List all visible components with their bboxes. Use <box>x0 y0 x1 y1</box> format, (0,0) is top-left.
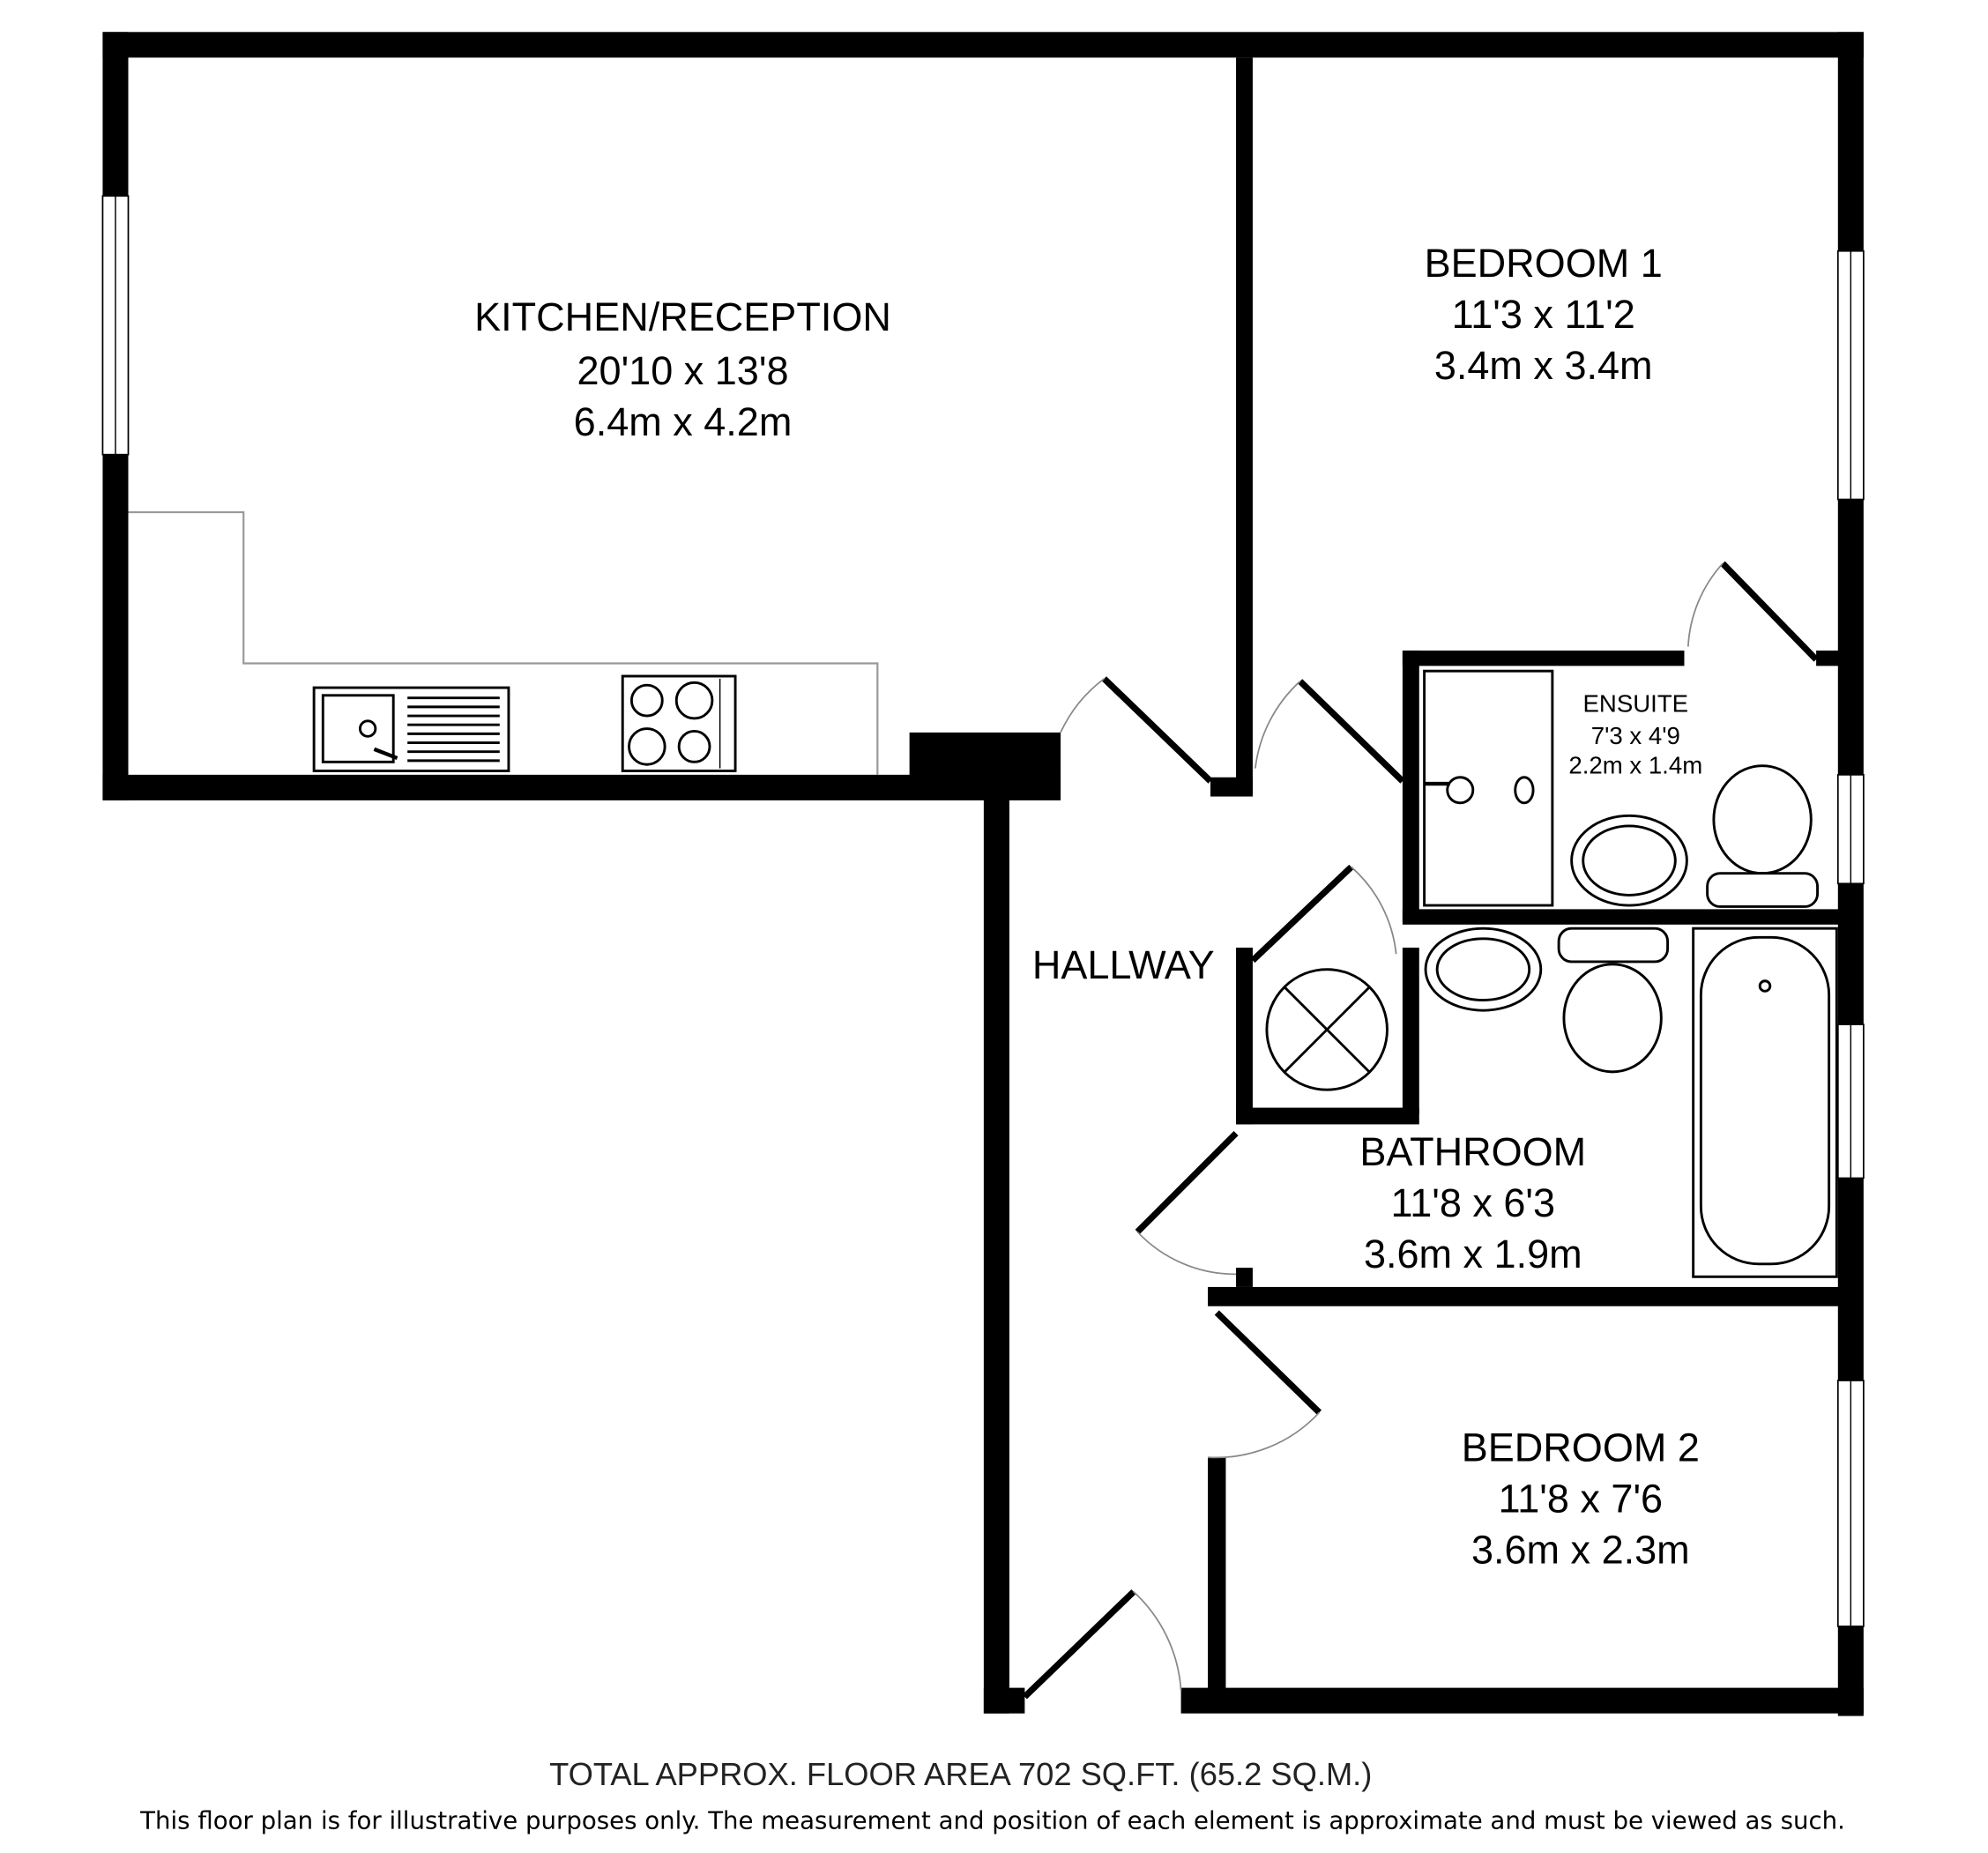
room-imperial: 20'10 x 13'8 <box>577 348 789 393</box>
room-imperial: 7'3 x 4'9 <box>1591 722 1680 749</box>
room-bedroom-2: BEDROOM 2 11'8 x 7'6 3.6m x 2.3m <box>1462 1425 1700 1572</box>
doors <box>1022 561 1819 1700</box>
room-name: BATHROOM <box>1359 1129 1586 1174</box>
windows <box>101 195 1865 1627</box>
room-bedroom-1: BEDROOM 1 11'3 x 11'2 3.4m x 3.4m <box>1425 241 1663 388</box>
room-name: KITCHEN/RECEPTION <box>474 294 891 339</box>
fixtures <box>128 510 1838 1278</box>
room-name: HALLWAY <box>1032 942 1215 987</box>
room-metric: 3.4m x 3.4m <box>1434 343 1653 388</box>
room-ensuite: ENSUITE 7'3 x 4'9 2.2m x 1.4m <box>1568 690 1702 779</box>
toilet-icon <box>1557 764 1820 1074</box>
room-metric: 3.6m x 1.9m <box>1364 1232 1582 1276</box>
room-imperial: 11'8 x 6'3 <box>1391 1180 1556 1225</box>
total-floor-area: TOTAL APPROX. FLOOR AREA 702 SQ.FT. (65.… <box>549 1756 1372 1792</box>
room-hallway: HALLWAY <box>1032 942 1215 987</box>
room-metric: 3.6m x 2.3m <box>1471 1528 1690 1573</box>
room-bathroom: BATHROOM 11'8 x 6'3 3.6m x 1.9m <box>1359 1129 1586 1276</box>
disclaimer: This floor plan is for illustrative purp… <box>139 1805 1845 1834</box>
sink-icon <box>312 686 510 772</box>
room-name: BEDROOM 1 <box>1425 241 1663 286</box>
hob-icon <box>621 674 737 772</box>
room-name: ENSUITE <box>1582 690 1688 718</box>
bath-icon <box>1692 926 1838 1278</box>
room-kitchen-reception: KITCHEN/RECEPTION 20'10 x 13'8 6.4m x 4.… <box>474 294 891 444</box>
room-metric: 2.2m x 1.4m <box>1568 751 1702 778</box>
kitchen-counter <box>128 510 879 775</box>
boiler-icon <box>1265 968 1389 1091</box>
room-name: BEDROOM 2 <box>1462 1425 1700 1470</box>
shower-icon <box>1423 669 1554 907</box>
room-imperial: 11'8 x 7'6 <box>1499 1477 1664 1522</box>
room-imperial: 11'3 x 11'2 <box>1452 292 1635 337</box>
basin-icon <box>1424 814 1688 1012</box>
room-metric: 6.4m x 4.2m <box>574 399 793 444</box>
